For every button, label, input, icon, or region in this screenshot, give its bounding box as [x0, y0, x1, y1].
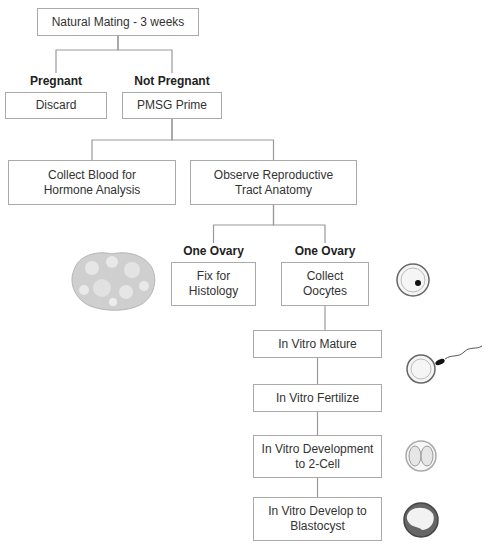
ovary-image [72, 253, 155, 311]
process-node: One OvaryFix for Histology [171, 243, 256, 306]
process-node: In Vitro Develop to Blastocyst [253, 497, 382, 541]
fertilization-icon [407, 346, 482, 383]
process-node: One OvaryCollect Oocytes [281, 243, 369, 306]
connector-line [56, 36, 118, 73]
box-label: Fix for Histology [180, 269, 247, 299]
process-node: Observe Reproductive Tract Anatomy [190, 160, 357, 205]
box-label: Discard [36, 98, 77, 113]
two-cell-icon [406, 441, 436, 471]
box-label: In Vitro Development to 2-Cell [256, 442, 379, 472]
branch-heading: Pregnant [5, 73, 107, 89]
branch-heading: Not Pregnant [122, 73, 222, 89]
connector-line [317, 478, 318, 497]
process-box: Observe Reproductive Tract Anatomy [190, 160, 357, 205]
box-label: Natural Mating - 3 weeks [52, 15, 185, 30]
process-box: In Vitro Development to 2-Cell [253, 435, 382, 478]
process-box: Discard [5, 92, 107, 119]
box-label: In Vitro Fertilize [276, 391, 359, 406]
process-box: In Vitro Fertilize [253, 384, 382, 412]
process-node: PregnantDiscard [5, 73, 107, 119]
process-box: PMSG Prime [122, 92, 222, 119]
box-label: In Vitro Mature [278, 337, 356, 352]
connector-line [325, 306, 326, 330]
process-node: Collect Blood for Hormone Analysis [8, 160, 176, 205]
connector-line [214, 205, 274, 243]
branch-heading: One Ovary [281, 243, 369, 259]
process-box: Fix for Histology [171, 262, 256, 306]
process-node: In Vitro Mature [253, 330, 382, 358]
box-label: Collect Blood for Hormone Analysis [29, 168, 155, 198]
process-box: Natural Mating - 3 weeks [37, 8, 199, 36]
process-box: In Vitro Develop to Blastocyst [253, 497, 382, 541]
oocyte-icon [397, 264, 429, 296]
blastocyst-icon [404, 503, 438, 537]
process-box: In Vitro Mature [253, 330, 382, 358]
connector-line [118, 36, 172, 73]
box-label: In Vitro Develop to Blastocyst [262, 504, 373, 534]
process-node: In Vitro Development to 2-Cell [253, 435, 382, 478]
branch-heading: One Ovary [171, 243, 256, 259]
connector-line [172, 119, 274, 160]
process-node: In Vitro Fertilize [253, 384, 382, 412]
connector-line [92, 119, 172, 160]
process-node: Not PregnantPMSG Prime [122, 73, 222, 119]
box-label: PMSG Prime [137, 98, 207, 113]
process-node: Natural Mating - 3 weeks [37, 8, 199, 36]
process-box: Collect Blood for Hormone Analysis [8, 160, 176, 205]
connector-line [317, 412, 318, 435]
process-box: Collect Oocytes [281, 262, 369, 306]
box-label: Observe Reproductive Tract Anatomy [206, 168, 341, 198]
box-label: Collect Oocytes [290, 269, 360, 299]
connector-line [274, 205, 326, 243]
connector-line [317, 358, 318, 384]
